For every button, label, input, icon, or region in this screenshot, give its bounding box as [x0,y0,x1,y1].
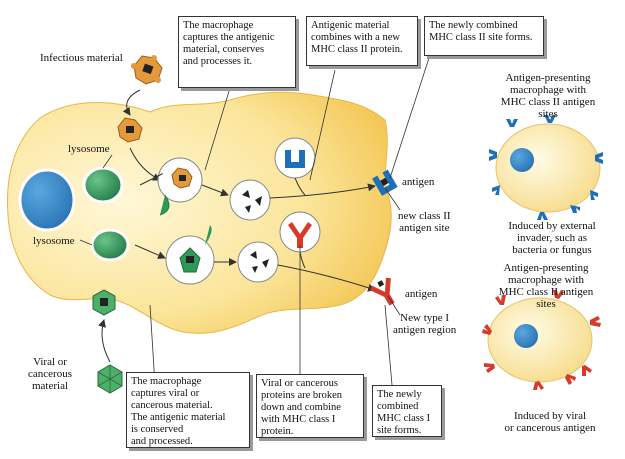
label-lysosome-top: lysosome [68,143,110,155]
processed-vesicle-top [229,179,271,221]
label-viral-material: Viral or cancerous material [28,356,72,392]
label-apc-class2-title: Antigen-presenting macrophage with MHC c… [500,72,596,120]
callout-broken-down: Viral or cancerous proteins are broken d… [256,374,364,438]
label-antigen-bottom: antigen [405,288,438,300]
class1-receptor-surface [370,277,395,306]
apc-class1-receptors [482,290,601,390]
callout-newly-class2: The newly combined MHC class II site for… [424,16,544,56]
label-new-class2-site: new class II antigen site [398,210,451,234]
label-new-type1-region: New type I antigen region [393,312,457,336]
callout-newly-class1: The newly combined MHC class I site form… [372,385,442,437]
processed-vesicle-bottom [237,241,279,283]
lysosome-bottom [90,228,130,262]
viral-particle-outside [97,364,123,394]
label-apc-class1-caption: Induced by viral or cancerous antigen [504,410,596,434]
class2-receptor-surface [372,169,398,196]
nucleus [18,168,76,232]
apc-class2-nucleus [510,148,534,172]
phagocytosed-particle [117,117,143,143]
label-infectious-material: Infectious material [40,52,123,64]
apc-class1-cell [487,297,593,383]
callout-captures-viral: The macrophage captures viral or cancero… [126,372,250,448]
label-antigen-top: antigen [402,176,435,188]
callout-captures: The macrophage captures the antigenic ma… [178,16,296,88]
apc-class2-receptors [489,115,603,220]
lysosome-top [82,166,124,204]
callout-combines: Antigenic material combines with a new M… [306,16,418,66]
mhc2-vesicle [274,137,316,179]
infectious-particle-outside [131,55,163,85]
apc-class2-cell [495,123,601,213]
apc-class1-nucleus [514,324,538,348]
label-apc-class2-caption: Induced by external invader, such as bac… [508,220,596,256]
viral-particle-entering [92,289,116,316]
label-apc-class1-title: Antigen-presenting macrophage with MHC c… [498,262,594,310]
label-lysosome-bottom: lysosome [33,235,75,247]
